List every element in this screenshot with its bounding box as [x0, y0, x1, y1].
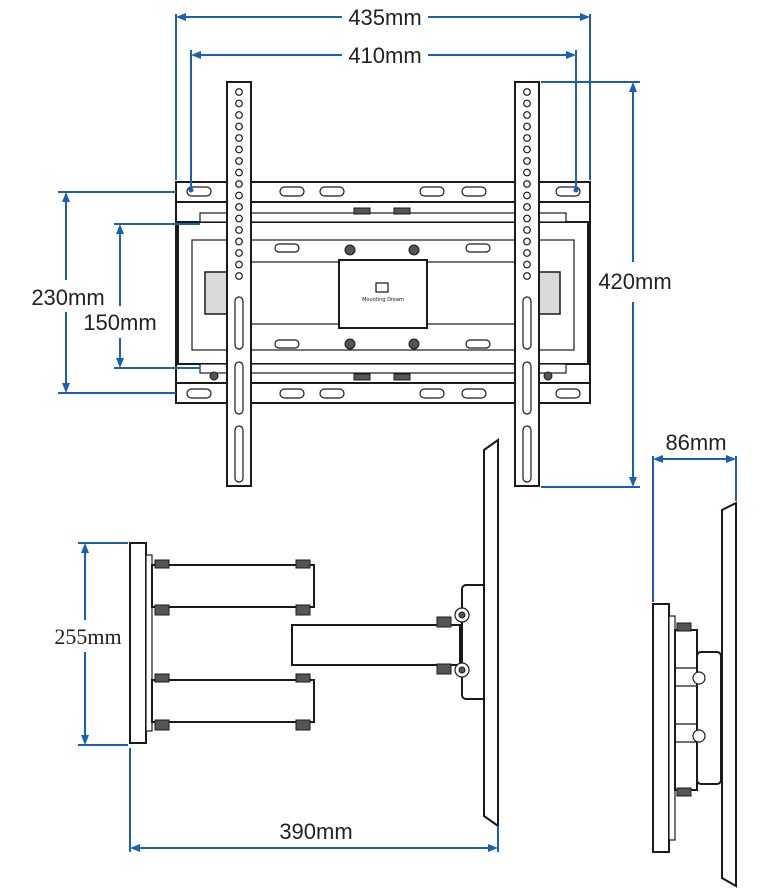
bracket-hole: [523, 260, 531, 269]
bracket-hole: [235, 134, 243, 142]
bracket-hole: [523, 134, 531, 142]
bracket-hole: [235, 191, 243, 200]
dimension-side-height: 255mm: [54, 542, 128, 746]
folded-tv-bracket: [721, 501, 737, 888]
side-tv-bracket: [483, 438, 499, 828]
logo-text: Mounting Dream: [362, 297, 404, 303]
bracket-hole: [523, 180, 531, 188]
bracket-hole: [235, 157, 243, 165]
side-view-folded: 86mm: [652, 430, 737, 888]
bracket-hole: [235, 145, 243, 154]
right-vertical-bracket: [514, 81, 540, 487]
dimension-max-extension: 390mm: [129, 748, 499, 852]
middle-arm: [291, 624, 461, 666]
bracket-hole: [235, 237, 243, 246]
dimension-wall-plate-inner: 150mm: [83, 223, 200, 369]
folded-arm-stack: [674, 629, 698, 791]
label-390mm: 390mm: [279, 819, 352, 844]
left-vertical-bracket: [226, 81, 252, 487]
bracket-hole: [235, 203, 243, 211]
bracket-hole: [523, 226, 531, 234]
bracket-hole: [523, 88, 531, 96]
bracket-hole: [235, 168, 243, 177]
side-view-extended: 255mm 390mm: [54, 438, 499, 852]
logo-mark: Mounting Dream: [362, 282, 404, 303]
bracket-hole: [523, 145, 531, 154]
bracket-hole: [523, 272, 531, 280]
bracket-hole: [523, 99, 531, 108]
bracket-hole: [235, 180, 243, 188]
logo-icon: [375, 282, 389, 293]
bracket-hole: [523, 111, 531, 119]
upper-crossbar: [199, 212, 567, 223]
bracket-hole: [523, 122, 531, 131]
bracket-hole: [235, 260, 243, 269]
bracket-hole: [235, 272, 243, 280]
bracket-hole: [523, 157, 531, 165]
label-435mm: 435mm: [348, 5, 421, 30]
dimension-profile-depth: 86mm: [652, 430, 737, 602]
bracket-hole: [235, 226, 243, 234]
bracket-hole: [235, 214, 243, 223]
bracket-hole: [523, 191, 531, 200]
lower-arm: [151, 679, 315, 723]
bracket-hole: [235, 111, 243, 119]
bracket-hole: [523, 249, 531, 257]
label-230mm: 230mm: [31, 285, 104, 310]
dimension-wall-plate-height: 230mm: [31, 191, 176, 394]
dimension-overall-width: 435mm: [175, 5, 591, 180]
bracket-hole: [523, 168, 531, 177]
side-wall-plate: [129, 542, 147, 744]
label-410mm: 410mm: [348, 43, 421, 68]
center-plate: [338, 259, 428, 329]
dimension-vesa-width: 410mm: [188, 43, 579, 193]
lower-crossbar: [199, 363, 567, 374]
bracket-hole: [523, 203, 531, 211]
bracket-hole: [235, 99, 243, 108]
housing-slots: [274, 243, 491, 349]
center-bolts: [209, 207, 553, 381]
front-view: Mounting Dream: [31, 5, 672, 488]
label-255mm: 255mm: [54, 624, 121, 649]
label-150mm: 150mm: [83, 310, 156, 335]
bracket-hole: [523, 237, 531, 246]
bracket-hole: [523, 214, 531, 223]
bottom-rail-slots: [186, 388, 581, 399]
dimension-arm-height: 420mm: [541, 81, 672, 488]
upper-arm: [151, 564, 315, 608]
label-420mm: 420mm: [598, 269, 671, 294]
folded-wall-plate: [652, 603, 670, 853]
bracket-hole: [235, 88, 243, 96]
label-86mm: 86mm: [665, 430, 726, 455]
bracket-hole: [235, 122, 243, 131]
bracket-hole: [235, 249, 243, 257]
